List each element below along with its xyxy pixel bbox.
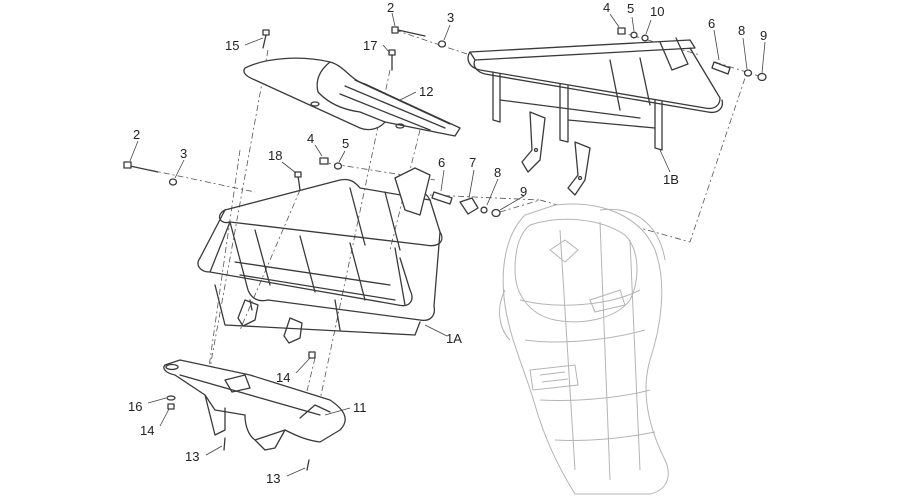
callout-10: 10	[650, 4, 664, 19]
callout-18: 18	[268, 148, 282, 163]
callout-9-top: 9	[760, 28, 767, 43]
callout-13-lower: 13	[266, 471, 280, 486]
callouts: 2 3 4 5 10 6 8 9 15 17 12 1B 2 3 4 5 18	[128, 0, 767, 486]
callout-3-top: 3	[447, 10, 454, 25]
hardware	[123, 26, 767, 471]
callout-6-mid: 6	[438, 155, 445, 170]
callout-8-mid: 8	[494, 165, 501, 180]
callout-2-top: 2	[387, 0, 394, 15]
callout-6-top: 6	[708, 16, 715, 31]
rear-rack	[467, 37, 724, 196]
callout-3-left: 3	[180, 146, 187, 161]
callout-14-lower: 14	[140, 423, 154, 438]
callout-9-mid: 9	[520, 184, 527, 199]
callout-1B: 1B	[663, 172, 679, 187]
callout-4-mid: 4	[307, 131, 314, 146]
callout-13-upper: 13	[185, 449, 199, 464]
front-rack	[197, 167, 443, 344]
rear-top-plate	[243, 57, 461, 137]
callout-16: 16	[128, 399, 142, 414]
callout-4-top: 4	[603, 0, 610, 15]
callout-14-upper: 14	[276, 370, 290, 385]
front-lower-cover	[163, 359, 346, 451]
front-shield-ghost	[499, 203, 669, 495]
callout-2-left: 2	[133, 127, 140, 142]
callout-5-mid: 5	[342, 136, 349, 151]
callout-8-top: 8	[738, 23, 745, 38]
callout-15: 15	[225, 38, 239, 53]
callout-17: 17	[363, 38, 377, 53]
assembly-leader-lines	[149, 29, 766, 421]
callout-7: 7	[469, 155, 476, 170]
callout-1A: 1A	[446, 331, 462, 346]
callout-11: 11	[353, 400, 367, 415]
callout-12: 12	[419, 84, 433, 99]
callout-5-top: 5	[627, 1, 634, 16]
